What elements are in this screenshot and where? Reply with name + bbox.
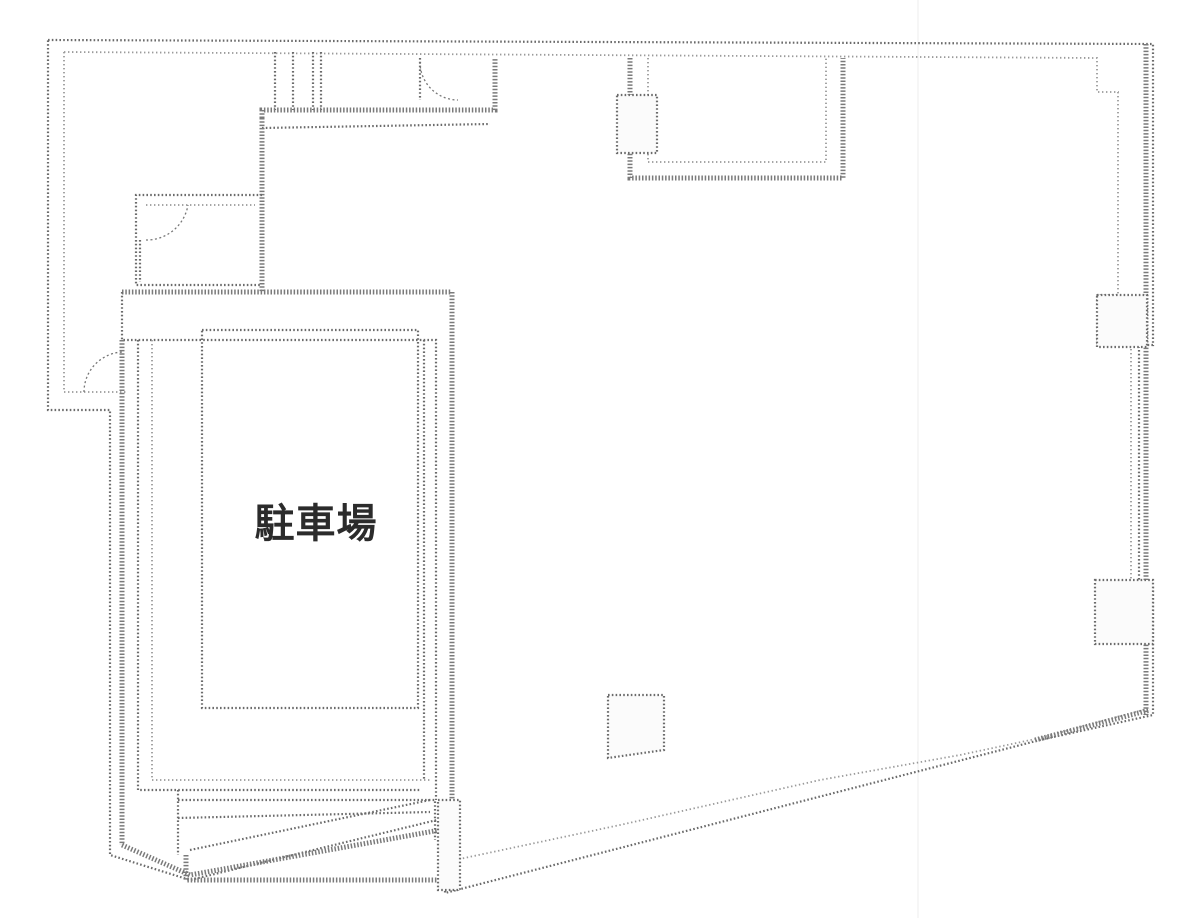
parking-top-band	[120, 292, 438, 800]
parking-west-inner-2	[151, 340, 430, 781]
east-column-upper	[1095, 293, 1149, 349]
north-room-wall-lower	[261, 122, 491, 130]
interior-column	[606, 693, 666, 760]
outer-wall	[46, 38, 1155, 895]
north-room-wall	[259, 58, 498, 118]
parking-entrance-diagonal	[189, 798, 431, 852]
outer-wall-inner-line	[63, 51, 1119, 345]
parking-entrance-inner	[178, 798, 437, 840]
parking-west-inner	[136, 340, 420, 792]
storage-room-wall	[627, 58, 846, 181]
north-door-swing	[419, 61, 459, 101]
parking-entrance-column	[436, 798, 462, 892]
parking-entrance-band	[120, 827, 441, 878]
small-room-door-swing	[145, 204, 189, 241]
parking-outer-wall	[122, 289, 455, 800]
parking-entrance-line-2	[177, 810, 431, 820]
left-corridor-inner-line	[63, 52, 126, 393]
parking-label: 駐車場	[255, 500, 378, 547]
parking-space	[200, 328, 420, 710]
north-column	[615, 93, 659, 155]
storage-room-inner	[647, 58, 827, 163]
east-column-lower	[1093, 578, 1155, 646]
south-wall-segment	[1034, 707, 1151, 743]
small-room-wall	[134, 193, 262, 287]
corridor-door-swing	[83, 351, 125, 393]
south-diagonal-wall	[454, 707, 1151, 861]
